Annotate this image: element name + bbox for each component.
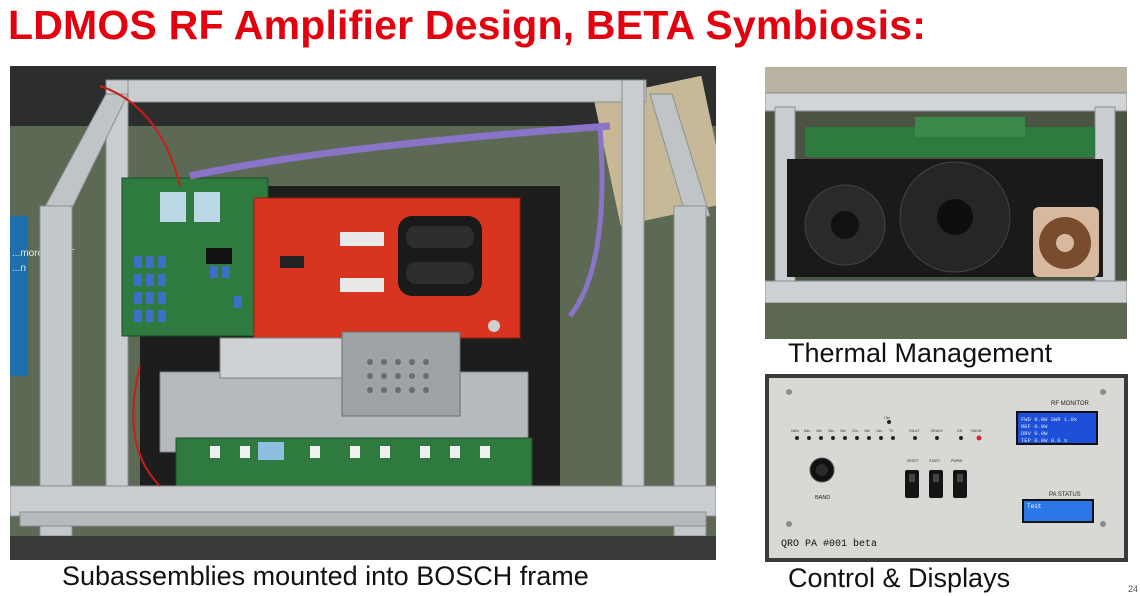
band-led-label-7: 15m (864, 429, 871, 433)
thermal-management-photo (765, 67, 1127, 339)
pa-status-text: Test (1027, 503, 1041, 510)
start-button (929, 470, 943, 498)
slide-title: LDMOS RF Amplifier Design, BETA Symbiosi… (8, 2, 927, 48)
control-photo-caption: Control & Displays (788, 563, 1011, 593)
band-led-label-2: 80m (804, 429, 811, 433)
thermal-photo-caption: Thermal Management (788, 338, 1053, 368)
band-led-label-9: 10m (884, 416, 891, 420)
lcd-line-3: DRV 0.0W (1021, 430, 1048, 437)
indicator-label-fault: FAULT (909, 429, 920, 433)
indicator-label-ready: READY (931, 429, 944, 433)
main-photo-caption: Subassemblies mounted into BOSCH frame (62, 561, 589, 591)
button-label-reset: RESET (907, 459, 920, 463)
indicator-label-hw-in: HW-IN (971, 429, 982, 433)
band-led-label-1: 160m (791, 429, 799, 433)
band-knob-label: BAND (815, 495, 830, 501)
lcd-line-4: TEP 0.0W 0.0 s (1021, 437, 1067, 444)
main-assembly-photo: ...more from T ...n (10, 66, 716, 560)
button-label-start: START (929, 459, 941, 463)
button-label-pwr: PWR/B (951, 459, 963, 463)
band-led-label-8: 12m (876, 429, 883, 433)
rf-monitor-label: RF MONITOR (1051, 401, 1090, 407)
indicator-label-on: ON (957, 429, 963, 433)
control-panel-photo: RF MONITOR FWD 0.0W SWR 1.0x REF 0.0W DR… (765, 374, 1128, 562)
side-label-line-2: ...n (12, 263, 26, 274)
power-button (953, 470, 967, 498)
pa-status-label: PA STATUS (1049, 492, 1081, 498)
page-number: 24 (1127, 584, 1138, 594)
lcd-line-1: FWD 0.0W SWR 1.0x (1021, 416, 1078, 423)
band-led-label-6: 17m (852, 429, 859, 433)
lcd-line-2: REF 0.0W (1021, 423, 1048, 430)
band-led-label-3: 40m (816, 429, 823, 433)
band-led-label-5: 20m (840, 429, 847, 433)
indicator-label-tx: TX (889, 429, 894, 433)
band-led-label-4: 30m (828, 429, 835, 433)
reset-button (905, 470, 919, 498)
unit-label: QRO PA #001 beta (781, 538, 877, 550)
